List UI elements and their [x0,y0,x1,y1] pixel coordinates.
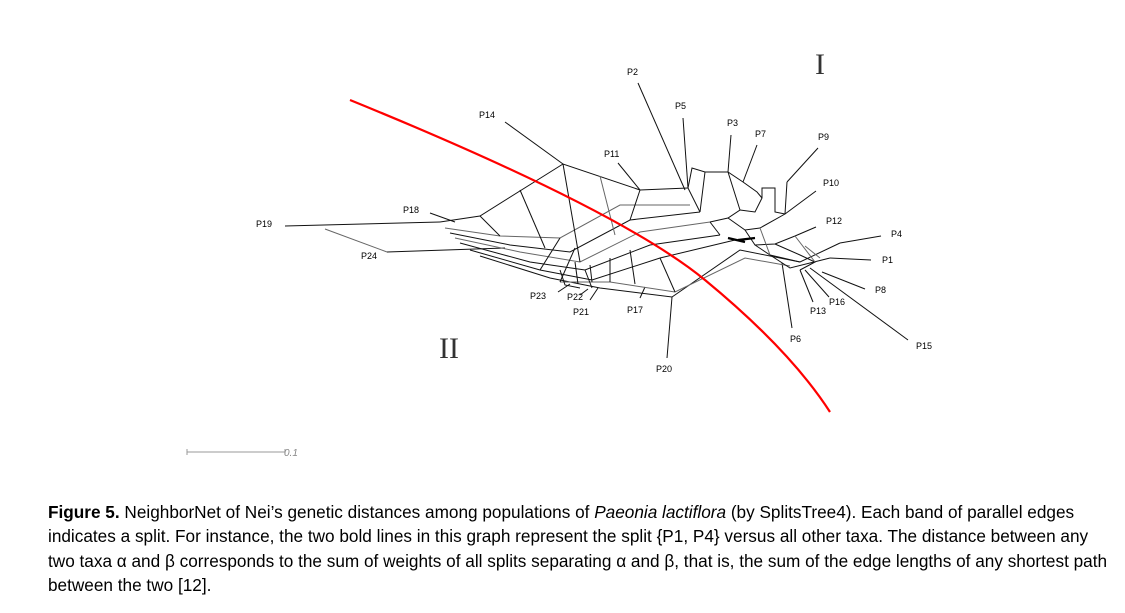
taxon-label: P6 [790,334,801,344]
taxon-label: P19 [256,219,272,229]
taxon-label: P9 [818,132,829,142]
taxon-labels: P2 P5 P3 P7 P9 P10 P12 P4 P1 P8 P16 P13 … [256,67,932,374]
group-label-I: I [815,48,825,81]
taxon-label: P22 [567,292,583,302]
taxon-label: P21 [573,307,589,317]
taxon-label: P8 [875,285,886,295]
taxon-label: P2 [627,67,638,77]
caption-text-continued: (by SplitsTree4). Each band of parallel … [48,502,1108,595]
taxon-label: P7 [755,129,766,139]
taxon-label: P5 [675,101,686,111]
taxon-label: P15 [916,341,932,351]
taxon-label: P3 [727,118,738,128]
taxon-label: P1 [882,255,893,265]
taxon-label: P11 [604,149,619,159]
taxon-label: P24 [361,251,377,261]
taxon-label: P4 [891,229,902,239]
taxon-label: P13 [810,306,826,316]
taxon-label: P14 [479,110,495,120]
taxon-label: P17 [627,305,643,315]
caption-label: Figure 5. [48,502,120,522]
scale-bar-label: 0.1 [284,448,298,459]
caption-text: NeighborNet of Nei’s genetic distances a… [119,502,595,522]
split-divider-line [349,98,831,413]
taxon-label: P16 [829,297,845,307]
taxon-label: P23 [530,291,546,301]
group-label-II: II [439,332,459,365]
species-name: Paeonia lactiflora [594,502,727,522]
taxon-label: P10 [823,178,839,188]
scale-bar: 0.1 [186,448,298,459]
network-edges [284,82,909,359]
taxon-label: P18 [403,205,419,215]
figure-caption: Figure 5. NeighborNet of Nei’s genetic d… [48,500,1108,597]
taxon-label: P20 [656,364,672,374]
taxon-label: P12 [826,216,842,226]
